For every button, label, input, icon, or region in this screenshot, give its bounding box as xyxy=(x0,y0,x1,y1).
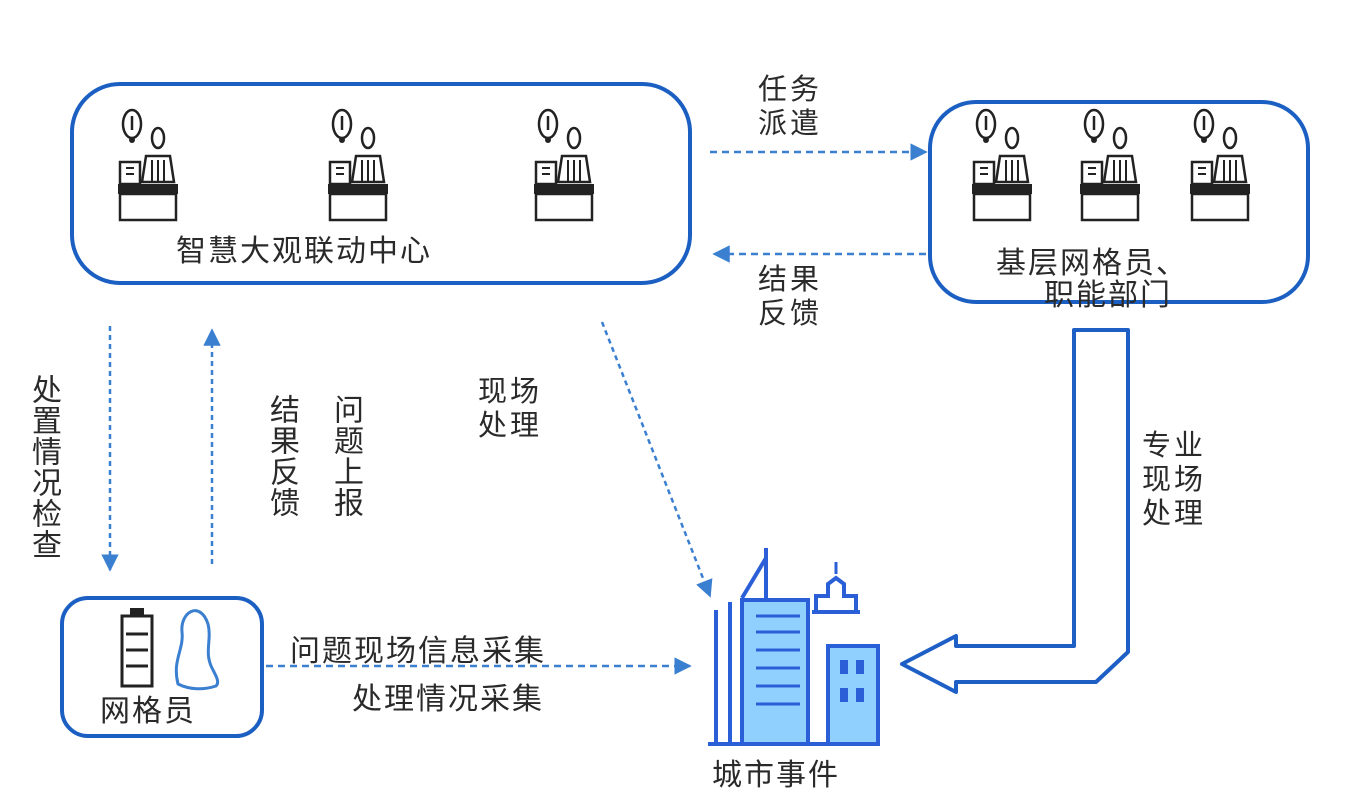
grassroots-node-label-line1: 基层网格员、 xyxy=(996,246,1188,281)
result-feedback-label: 结果反馈 xyxy=(264,394,299,518)
professional-arrow xyxy=(900,328,1130,694)
professional-label: 专业 现场 处理 xyxy=(1142,428,1207,531)
person-silhouette-icon xyxy=(174,609,220,691)
feedback-label: 结果 反馈 xyxy=(758,262,823,331)
onsite-arrow xyxy=(600,321,713,598)
center-node-box xyxy=(70,82,692,285)
center-node-label: 智慧大观联动中心 xyxy=(176,234,432,269)
check-label: 处置情况检查 xyxy=(26,374,61,560)
city-buildings-icon xyxy=(708,548,880,746)
onsite-label: 现场 处理 xyxy=(478,374,543,443)
report-label: 问题上报 xyxy=(328,394,363,518)
gridman-node-box xyxy=(60,596,264,738)
dispatch-label: 任务 派遣 xyxy=(758,72,823,141)
gridman-node-label: 网格员 xyxy=(100,694,196,729)
walkie-talkie-icon xyxy=(120,608,154,688)
grassroots-node-box xyxy=(928,100,1310,304)
city-node-label: 城市事件 xyxy=(712,758,840,793)
collect-status-label: 处理情况采集 xyxy=(352,682,544,717)
collect-info-label: 问题现场信息采集 xyxy=(290,634,546,669)
grassroots-node-label-line2: 职能部门 xyxy=(1044,278,1172,313)
